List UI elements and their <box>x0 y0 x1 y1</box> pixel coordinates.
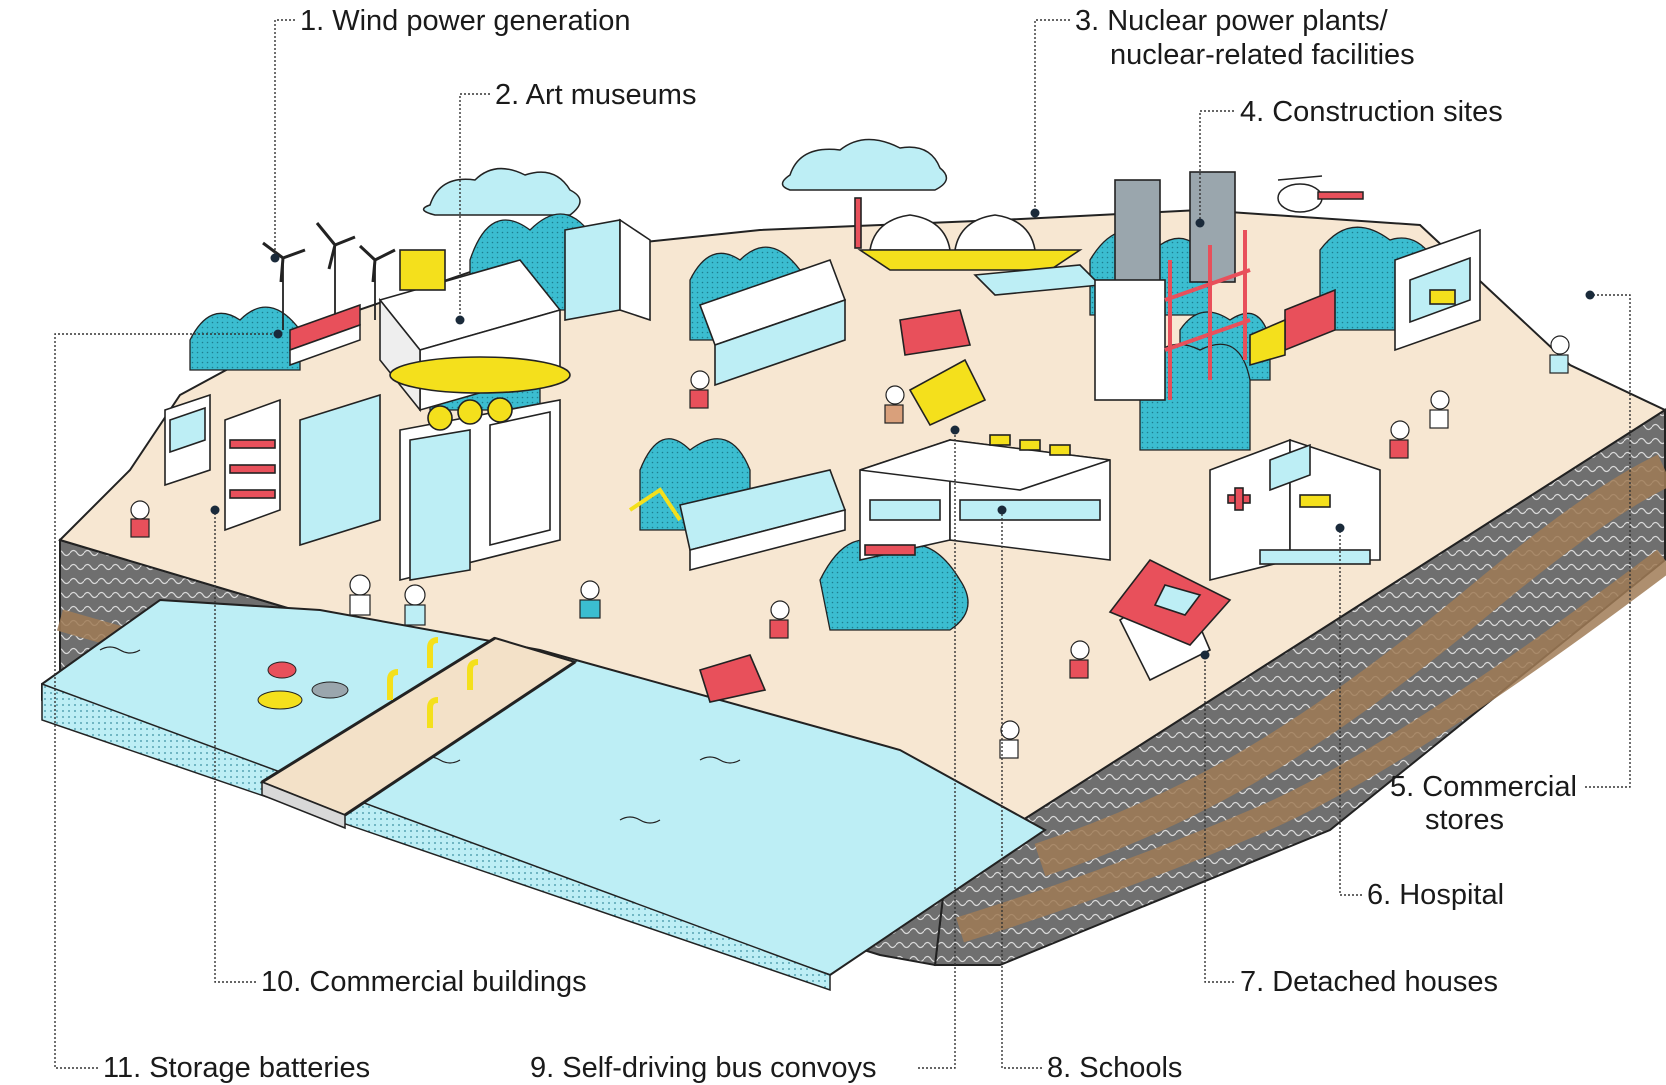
construction-site <box>1094 171 1251 401</box>
wind-turbines <box>262 222 396 330</box>
label-art-museums: 2. Art museums <box>495 79 697 111</box>
fish <box>257 690 303 710</box>
nuclear-plant <box>854 197 1102 296</box>
label-schools: 8. Schools <box>1047 1052 1183 1084</box>
label-nuclear-line2: nuclear-related facilities <box>1110 39 1415 71</box>
label-nuclear-line1: 3. Nuclear power plants/ <box>1075 5 1388 37</box>
label-hospital: 6. Hospital <box>1367 879 1505 911</box>
river <box>41 598 1047 992</box>
label-commercial-stores-line2: stores <box>1425 804 1504 836</box>
clouds <box>422 138 948 216</box>
label-commercial-buildings: 10. Commercial buildings <box>261 966 587 998</box>
label-detached-houses: 7. Detached houses <box>1240 966 1498 998</box>
playground <box>628 469 847 572</box>
label-storage-batteries: 11. Storage batteries <box>103 1052 371 1084</box>
label-self-driving-bus: 9. Self-driving bus convoys <box>530 1052 877 1084</box>
people <box>130 335 1570 759</box>
fish <box>267 661 297 679</box>
leader-dots <box>210 208 1595 660</box>
detached-house <box>1108 558 1232 682</box>
school <box>859 434 1111 561</box>
office-tower <box>564 218 847 387</box>
fish <box>311 681 349 699</box>
commercial-stores <box>1394 228 1481 352</box>
art-museum <box>378 249 571 413</box>
label-commercial-stores-line1: 5. Commercial <box>1390 771 1577 803</box>
commercial-buildings <box>164 393 561 582</box>
label-construction-sites: 4. Construction sites <box>1240 96 1503 128</box>
storage-battery-unit <box>289 303 361 367</box>
bridge <box>259 636 578 830</box>
vehicles <box>698 288 1336 703</box>
label-wind-power: 1. Wind power generation <box>300 5 631 37</box>
leader-lines <box>54 19 1631 1069</box>
helicopter <box>1277 175 1364 213</box>
hospital <box>1209 438 1381 582</box>
